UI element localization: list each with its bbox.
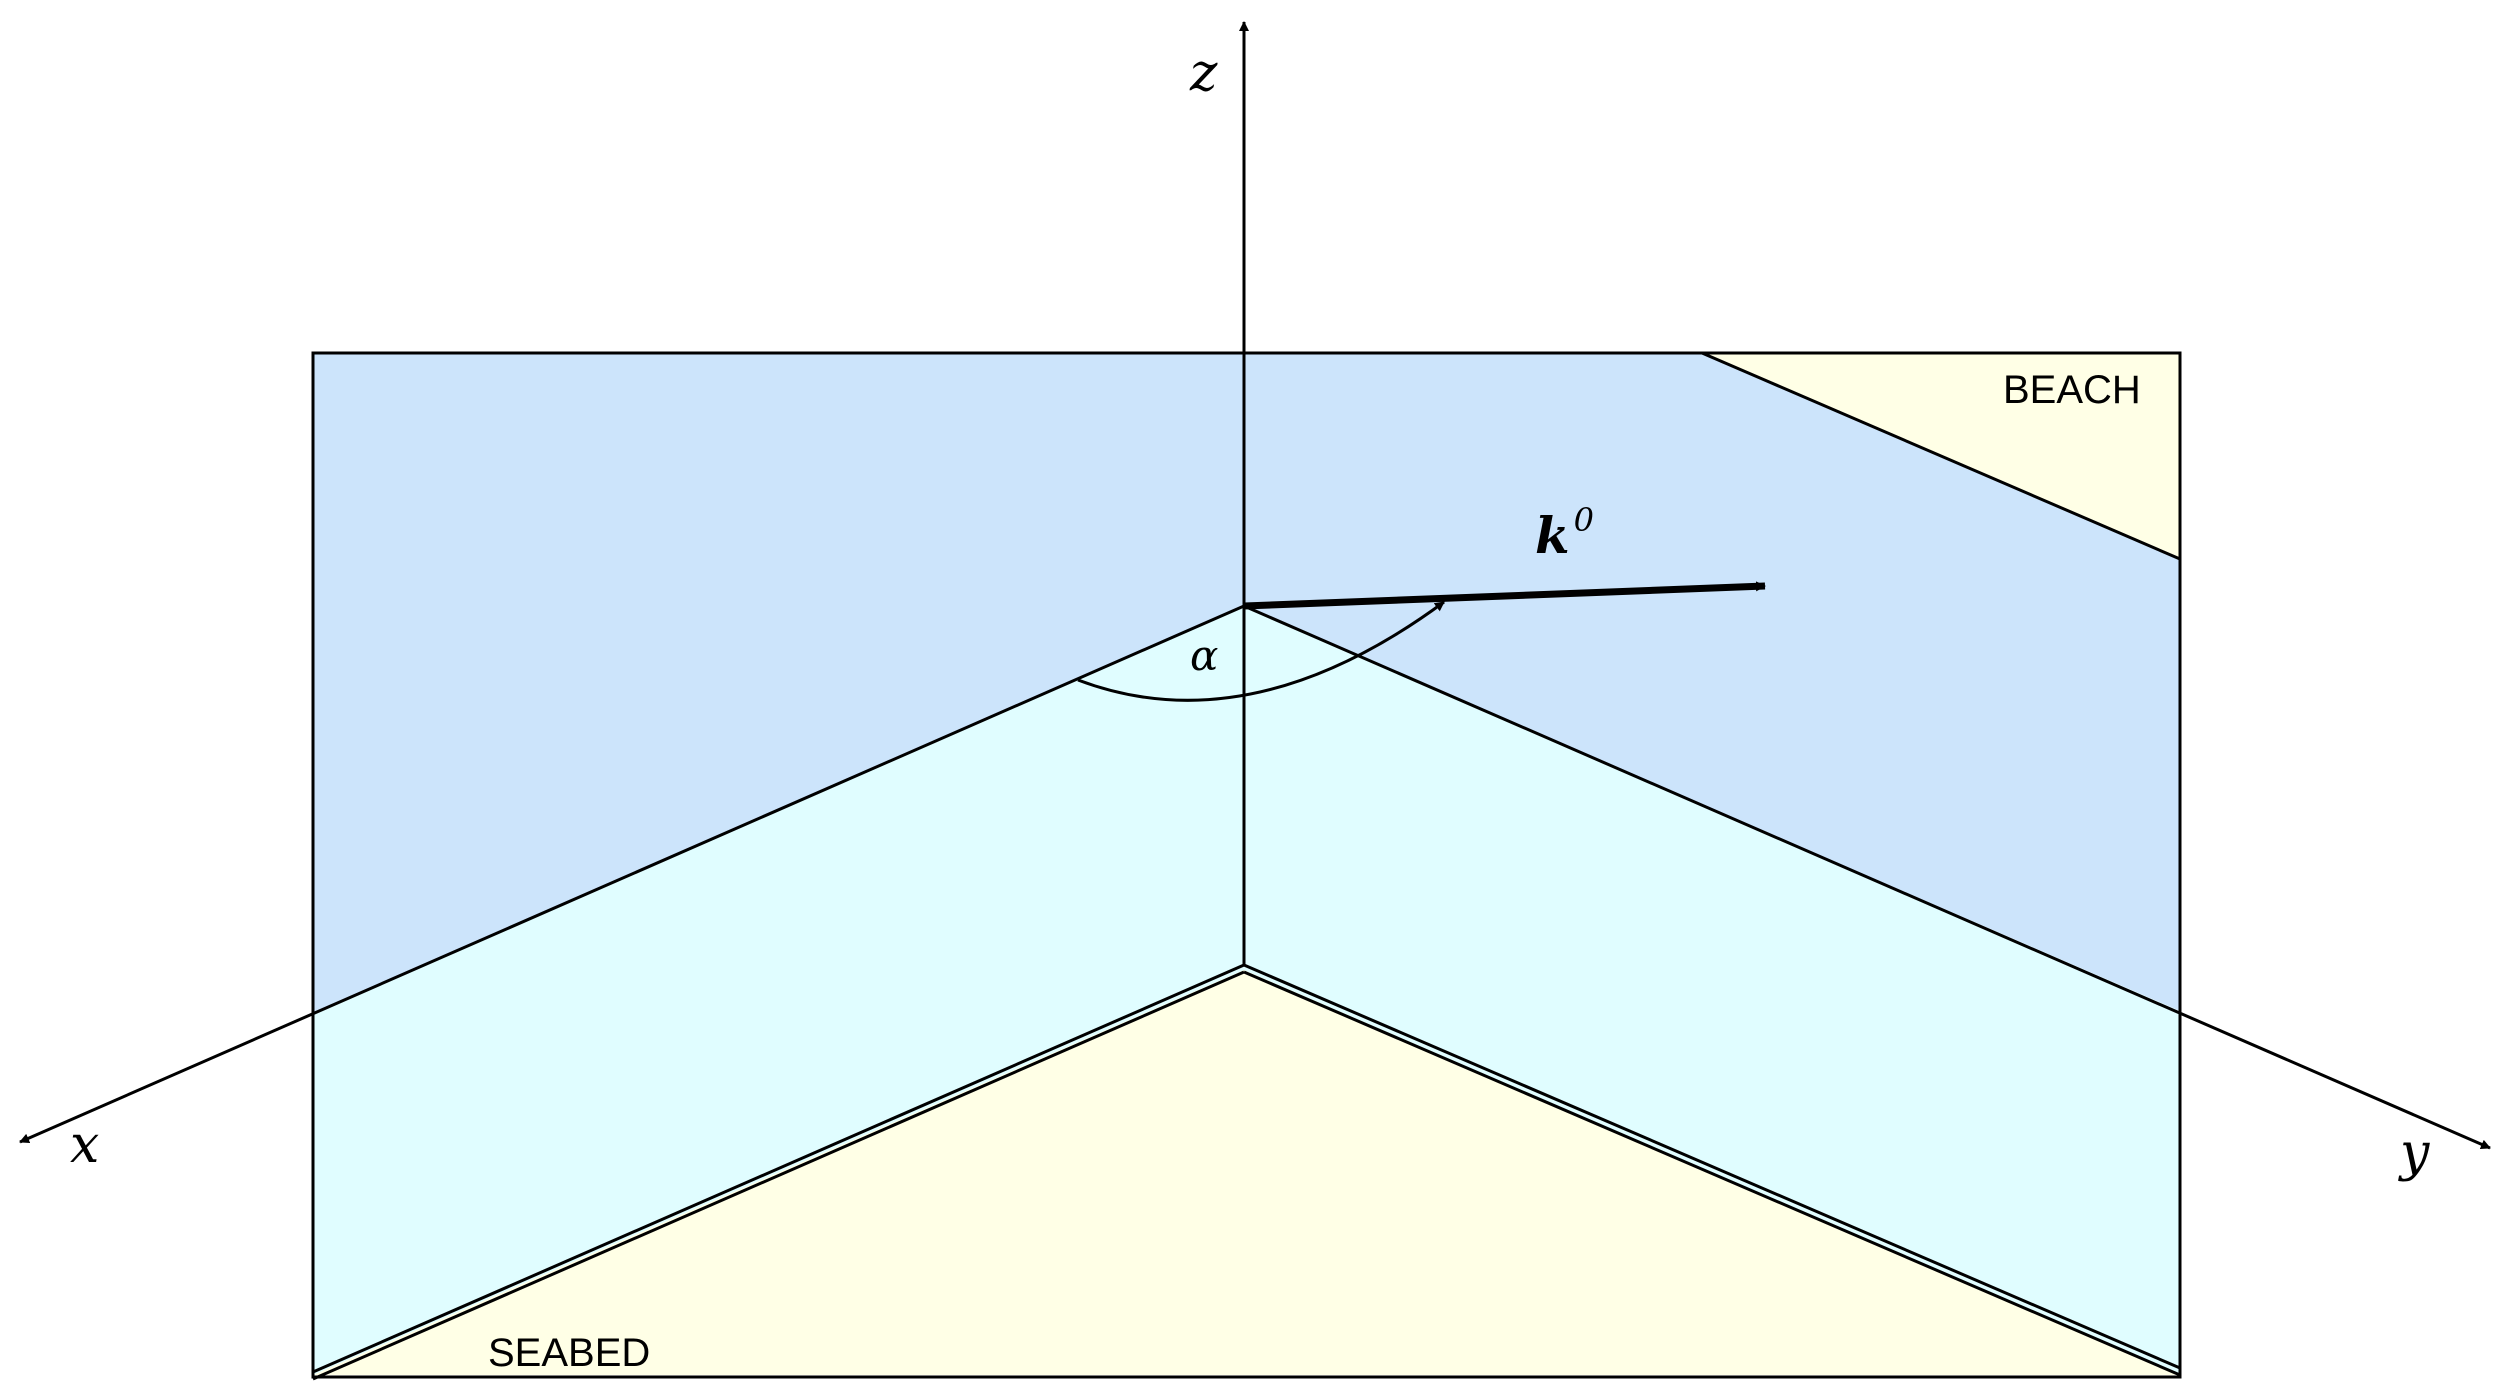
wave-vector-symbol: k <box>1535 506 1570 565</box>
seabed-edge-left-inner <box>312 970 1245 1381</box>
deep-water-region <box>313 353 2180 1015</box>
y-axis-label: y <box>2398 1123 2430 1183</box>
wave-vector-label: k 0 <box>1535 501 1594 565</box>
seabed-edge-right <box>1243 963 2181 1370</box>
shoreline <box>1701 351 2181 561</box>
seabed-label: SEABED <box>488 1331 650 1375</box>
z-axis-label: z <box>1189 43 1218 103</box>
seabed-edge-right-inner <box>1243 970 2181 1377</box>
x-axis-label: x <box>70 1115 99 1175</box>
y-axis <box>1243 604 2491 1150</box>
angle-arc <box>1077 600 1445 702</box>
seabed-edge-left <box>312 963 1245 1374</box>
beach-label: BEACH <box>2003 368 2141 412</box>
seabed-region <box>313 970 2180 1375</box>
wave-vector-superscript: 0 <box>1574 501 1594 539</box>
wave-vector-arrow <box>1243 581 1766 610</box>
x-axis <box>19 604 1245 1144</box>
domain-frame <box>311 351 2182 1379</box>
angle-label: α <box>1190 631 1218 680</box>
